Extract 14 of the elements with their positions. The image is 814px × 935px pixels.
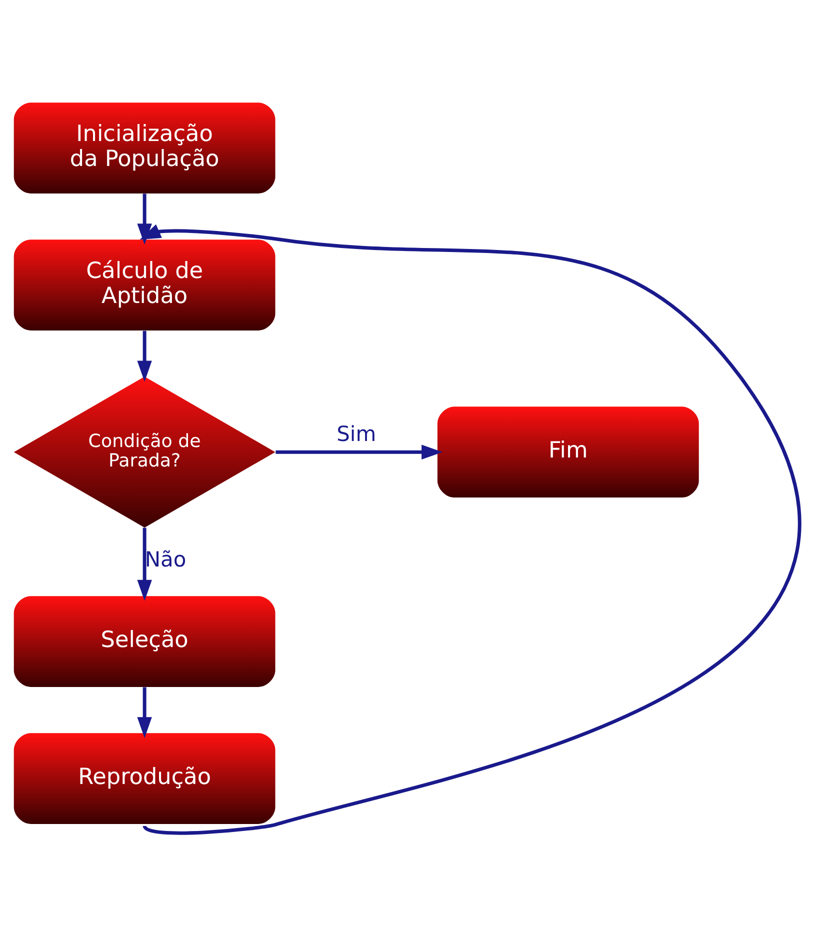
arrow — [140, 224, 800, 834]
arrow — [137, 527, 152, 600]
arrow — [137, 330, 152, 382]
node-box: Cálculo de Aptidão — [14, 239, 276, 330]
node-box: Reprodução — [14, 732, 276, 824]
edge-label: Não — [144, 547, 186, 572]
node-box: Inicialização da População — [14, 102, 276, 193]
arrow — [137, 686, 152, 738]
node-box: Fim — [437, 406, 699, 498]
node-diamond: Condição de Parada? — [14, 376, 276, 528]
arrow — [276, 444, 443, 459]
node-box: Seleção — [14, 596, 276, 686]
arrow — [137, 193, 152, 244]
edge-label: Sim — [336, 421, 376, 446]
